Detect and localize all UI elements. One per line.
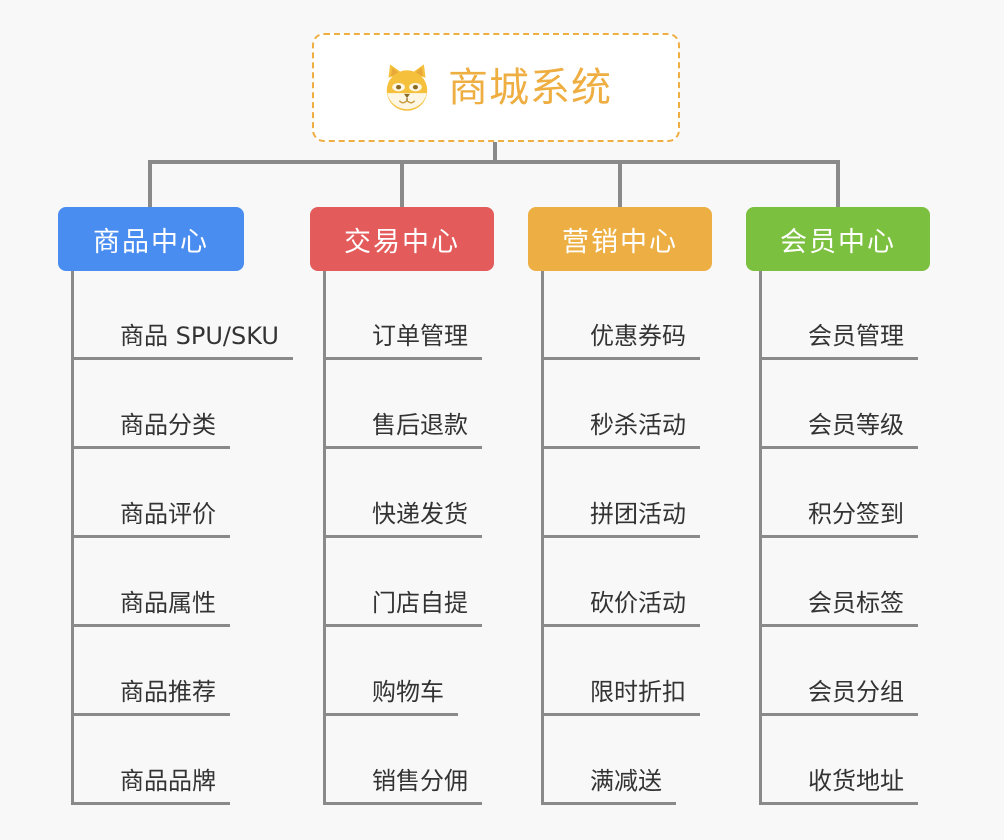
leaf-label: 购物车 bbox=[326, 678, 458, 716]
connector-horizontal-bar bbox=[148, 160, 840, 164]
leaf-label: 商品属性 bbox=[74, 589, 230, 627]
list-item[interactable]: 秒杀活动 bbox=[544, 360, 712, 449]
list-item[interactable]: 门店自提 bbox=[326, 538, 494, 627]
branch-header-2[interactable]: 交易中心 bbox=[310, 207, 494, 271]
leaf-label: 订单管理 bbox=[326, 322, 482, 360]
leaf-label: 商品品牌 bbox=[74, 767, 230, 805]
leaf-label: 会员等级 bbox=[762, 411, 918, 449]
root-node[interactable]: 商城系统 bbox=[312, 33, 680, 142]
leaf-label: 销售分佣 bbox=[326, 767, 482, 805]
leaf-list-1: 商品 SPU/SKU 商品分类 商品评价 商品属性 商品推荐 商品品牌 bbox=[71, 271, 293, 805]
list-item[interactable]: 商品分类 bbox=[74, 360, 293, 449]
list-item[interactable]: 商品评价 bbox=[74, 449, 293, 538]
list-item[interactable]: 砍价活动 bbox=[544, 538, 712, 627]
branch-product-center: 商品中心 商品 SPU/SKU 商品分类 商品评价 商品属性 商品推荐 商品品牌 bbox=[58, 207, 293, 805]
list-item[interactable]: 会员等级 bbox=[762, 360, 930, 449]
list-item[interactable]: 商品 SPU/SKU bbox=[74, 271, 293, 360]
branch-trade-center: 交易中心 订单管理 售后退款 快递发货 门店自提 购物车 销售分佣 bbox=[310, 207, 494, 805]
leaf-label: 会员标签 bbox=[762, 589, 918, 627]
leaf-label: 商品推荐 bbox=[74, 678, 230, 716]
list-item[interactable]: 销售分佣 bbox=[326, 716, 494, 805]
leaf-label: 限时折扣 bbox=[544, 678, 700, 716]
leaf-label: 秒杀活动 bbox=[544, 411, 700, 449]
branch-header-label-4: 会员中心 bbox=[780, 226, 896, 258]
leaf-label: 商品 SPU/SKU bbox=[74, 322, 293, 360]
list-item[interactable]: 会员管理 bbox=[762, 271, 930, 360]
connector-drop-2 bbox=[400, 160, 404, 208]
leaf-label: 商品评价 bbox=[74, 500, 230, 538]
leaf-label: 门店自提 bbox=[326, 589, 482, 627]
connector-drop-4 bbox=[836, 160, 840, 208]
branch-member-center: 会员中心 会员管理 会员等级 积分签到 会员标签 会员分组 收货地址 bbox=[746, 207, 930, 805]
list-item[interactable]: 购物车 bbox=[326, 627, 494, 716]
leaf-label: 售后退款 bbox=[326, 411, 482, 449]
branch-header-1[interactable]: 商品中心 bbox=[58, 207, 244, 271]
list-item[interactable]: 会员标签 bbox=[762, 538, 930, 627]
leaf-label: 会员分组 bbox=[762, 678, 918, 716]
branch-header-3[interactable]: 营销中心 bbox=[528, 207, 712, 271]
list-item[interactable]: 积分签到 bbox=[762, 449, 930, 538]
branch-header-label-1: 商品中心 bbox=[93, 226, 209, 258]
leaf-label: 会员管理 bbox=[762, 322, 918, 360]
list-item[interactable]: 订单管理 bbox=[326, 271, 494, 360]
list-item[interactable]: 商品品牌 bbox=[74, 716, 293, 805]
list-item[interactable]: 优惠券码 bbox=[544, 271, 712, 360]
leaf-label: 快递发货 bbox=[326, 500, 482, 538]
list-item[interactable]: 商品推荐 bbox=[74, 627, 293, 716]
connector-drop-1 bbox=[148, 160, 152, 208]
list-item[interactable]: 快递发货 bbox=[326, 449, 494, 538]
list-item[interactable]: 收货地址 bbox=[762, 716, 930, 805]
root-title: 商城系统 bbox=[448, 64, 612, 111]
leaf-label: 积分签到 bbox=[762, 500, 918, 538]
leaf-list-3: 优惠券码 秒杀活动 拼团活动 砍价活动 限时折扣 满减送 bbox=[541, 271, 712, 805]
leaf-label: 砍价活动 bbox=[544, 589, 700, 627]
leaf-label: 优惠券码 bbox=[544, 322, 700, 360]
branch-header-label-3: 营销中心 bbox=[562, 226, 678, 258]
leaf-list-2: 订单管理 售后退款 快递发货 门店自提 购物车 销售分佣 bbox=[323, 271, 494, 805]
leaf-label: 商品分类 bbox=[74, 411, 230, 449]
connector-stem bbox=[493, 142, 497, 164]
branch-marketing-center: 营销中心 优惠券码 秒杀活动 拼团活动 砍价活动 限时折扣 满减送 bbox=[528, 207, 712, 805]
shiba-dog-face-icon bbox=[380, 61, 434, 115]
leaf-list-4: 会员管理 会员等级 积分签到 会员标签 会员分组 收货地址 bbox=[759, 271, 930, 805]
list-item[interactable]: 售后退款 bbox=[326, 360, 494, 449]
list-item[interactable]: 商品属性 bbox=[74, 538, 293, 627]
list-item[interactable]: 满减送 bbox=[544, 716, 712, 805]
leaf-label: 满减送 bbox=[544, 767, 676, 805]
list-item[interactable]: 拼团活动 bbox=[544, 449, 712, 538]
branch-header-label-2: 交易中心 bbox=[344, 226, 460, 258]
list-item[interactable]: 会员分组 bbox=[762, 627, 930, 716]
connector-drop-3 bbox=[618, 160, 622, 208]
leaf-label: 拼团活动 bbox=[544, 500, 700, 538]
branch-header-4[interactable]: 会员中心 bbox=[746, 207, 930, 271]
leaf-label: 收货地址 bbox=[762, 767, 918, 805]
list-item[interactable]: 限时折扣 bbox=[544, 627, 712, 716]
